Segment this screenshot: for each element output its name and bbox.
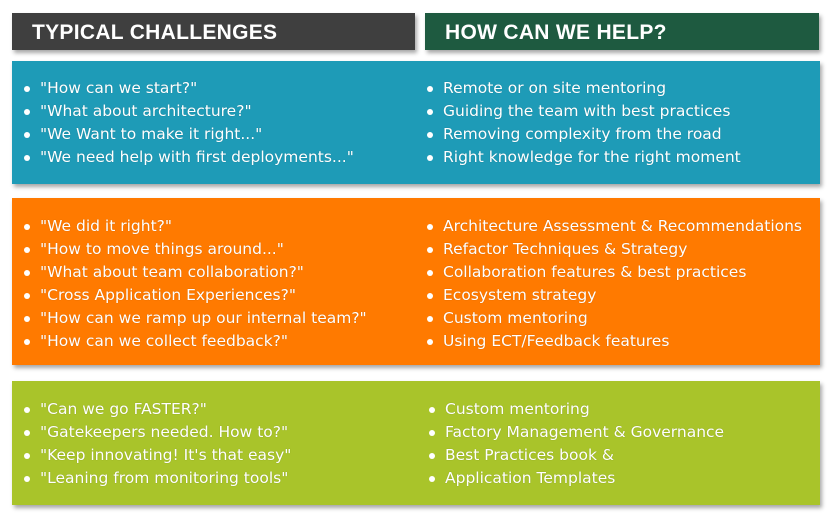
band-getting-started: "How can we start?" "What about architec…: [12, 61, 820, 184]
help-text: Refactor Techniques & Strategy: [443, 240, 688, 258]
list-item: "Gatekeepers needed. How to?": [22, 421, 412, 444]
challenge-text: "Can we go FASTER?": [40, 400, 207, 418]
bullet-icon: [24, 453, 30, 459]
challenge-text: "How can we ramp up our internal team?": [40, 309, 367, 327]
challenge-text: "How can we collect feedback?": [40, 332, 289, 350]
challenge-text: "We Want to make it right...": [40, 125, 263, 143]
bullet-icon: [24, 247, 30, 253]
bullet-icon: [427, 270, 433, 276]
bullet-icon: [429, 476, 435, 482]
list-item: Architecture Assessment & Recommendation…: [425, 215, 817, 238]
help-text: Ecosystem strategy: [443, 286, 597, 304]
list-item: "Keep innovating! It's that easy": [22, 444, 412, 467]
help-text: Custom mentoring: [445, 400, 590, 418]
bullet-icon: [24, 270, 30, 276]
challenge-text: "Gatekeepers needed. How to?": [40, 423, 289, 441]
list-item: "We need help with first deployments...": [22, 146, 412, 169]
list-item: Using ECT/Feedback features: [425, 330, 817, 353]
list-item: Right knowledge for the right moment: [425, 146, 817, 169]
bullet-icon: [427, 247, 433, 253]
band-scaling: "We did it right?" "How to move things a…: [12, 198, 820, 365]
challenge-text: "What about team collaboration?": [40, 263, 304, 281]
list-item: "How can we collect feedback?": [22, 330, 412, 353]
list-item: "Leaning from monitoring tools": [22, 467, 412, 490]
list-item: "How can we ramp up our internal team?": [22, 307, 412, 330]
list-item: "We did it right?": [22, 215, 412, 238]
list-item: Guiding the team with best practices: [425, 100, 817, 123]
bullet-icon: [427, 339, 433, 345]
bullet-icon: [24, 430, 30, 436]
challenge-text: "Keep innovating! It's that easy": [40, 446, 292, 464]
challenge-text: "How can we start?": [40, 79, 198, 97]
challenges-list: "How can we start?" "What about architec…: [22, 77, 412, 169]
bullet-icon: [429, 407, 435, 413]
bullet-icon: [427, 109, 433, 115]
bullet-icon: [24, 224, 30, 230]
header-right-label: HOW CAN WE HELP?: [445, 21, 667, 44]
bullet-icon: [427, 132, 433, 138]
help-text: Application Templates: [445, 469, 616, 487]
bullet-icon: [24, 293, 30, 299]
list-item: "What about architecture?": [22, 100, 412, 123]
bullet-icon: [427, 224, 433, 230]
list-item: Collaboration features & best practices: [425, 261, 817, 284]
header-typical-challenges: TYPICAL CHALLENGES: [12, 13, 415, 50]
list-item: Custom mentoring: [425, 307, 817, 330]
list-item: "Cross Application Experiences?": [22, 284, 412, 307]
list-item: "What about team collaboration?": [22, 261, 412, 284]
help-text: Best Practices book &: [445, 446, 614, 464]
bullet-icon: [24, 86, 30, 92]
help-text: Right knowledge for the right moment: [443, 148, 741, 166]
list-item: "We Want to make it right...": [22, 123, 412, 146]
challenges-list: "We did it right?" "How to move things a…: [22, 215, 412, 353]
bullet-icon: [427, 155, 433, 161]
help-list: Remote or on site mentoring Guiding the …: [425, 77, 817, 169]
challenge-text: "We need help with first deployments...": [40, 148, 354, 166]
help-text: Factory Management & Governance: [445, 423, 725, 441]
challenge-text: "We did it right?": [40, 217, 173, 235]
bullet-icon: [24, 407, 30, 413]
bullet-icon: [429, 430, 435, 436]
list-item: Custom mentoring: [427, 398, 819, 421]
help-text: Using ECT/Feedback features: [443, 332, 670, 350]
challenge-text: "Leaning from monitoring tools": [40, 469, 289, 487]
list-item: "How can we start?": [22, 77, 412, 100]
band-accelerating: "Can we go FASTER?" "Gatekeepers needed.…: [12, 381, 820, 505]
list-item: Factory Management & Governance: [427, 421, 819, 444]
help-text: Remote or on site mentoring: [443, 79, 667, 97]
bullet-icon: [24, 339, 30, 345]
list-item: Best Practices book &: [427, 444, 819, 467]
bullet-icon: [429, 453, 435, 459]
list-item: Remote or on site mentoring: [425, 77, 817, 100]
help-text: Removing complexity from the road: [443, 125, 722, 143]
help-list: Custom mentoring Factory Management & Go…: [427, 398, 819, 490]
list-item: Refactor Techniques & Strategy: [425, 238, 817, 261]
bullet-icon: [24, 109, 30, 115]
bullet-icon: [427, 293, 433, 299]
list-item: Removing complexity from the road: [425, 123, 817, 146]
bullet-icon: [24, 476, 30, 482]
help-text: Guiding the team with best practices: [443, 102, 731, 120]
header-how-can-we-help: HOW CAN WE HELP?: [425, 13, 819, 50]
challenges-list: "Can we go FASTER?" "Gatekeepers needed.…: [22, 398, 412, 490]
list-item: Application Templates: [427, 467, 819, 490]
challenge-text: "How to move things around...": [40, 240, 284, 258]
help-text: Custom mentoring: [443, 309, 588, 327]
list-item: "How to move things around...": [22, 238, 412, 261]
list-item: "Can we go FASTER?": [22, 398, 412, 421]
help-text: Architecture Assessment & Recommendation…: [443, 217, 803, 235]
header-left-label: TYPICAL CHALLENGES: [32, 21, 278, 44]
help-list: Architecture Assessment & Recommendation…: [425, 215, 817, 353]
challenge-text: "Cross Application Experiences?": [40, 286, 296, 304]
bullet-icon: [24, 155, 30, 161]
help-text: Collaboration features & best practices: [443, 263, 747, 281]
bullet-icon: [24, 316, 30, 322]
list-item: Ecosystem strategy: [425, 284, 817, 307]
bullet-icon: [427, 86, 433, 92]
bullet-icon: [427, 316, 433, 322]
bullet-icon: [24, 132, 30, 138]
challenge-text: "What about architecture?": [40, 102, 252, 120]
